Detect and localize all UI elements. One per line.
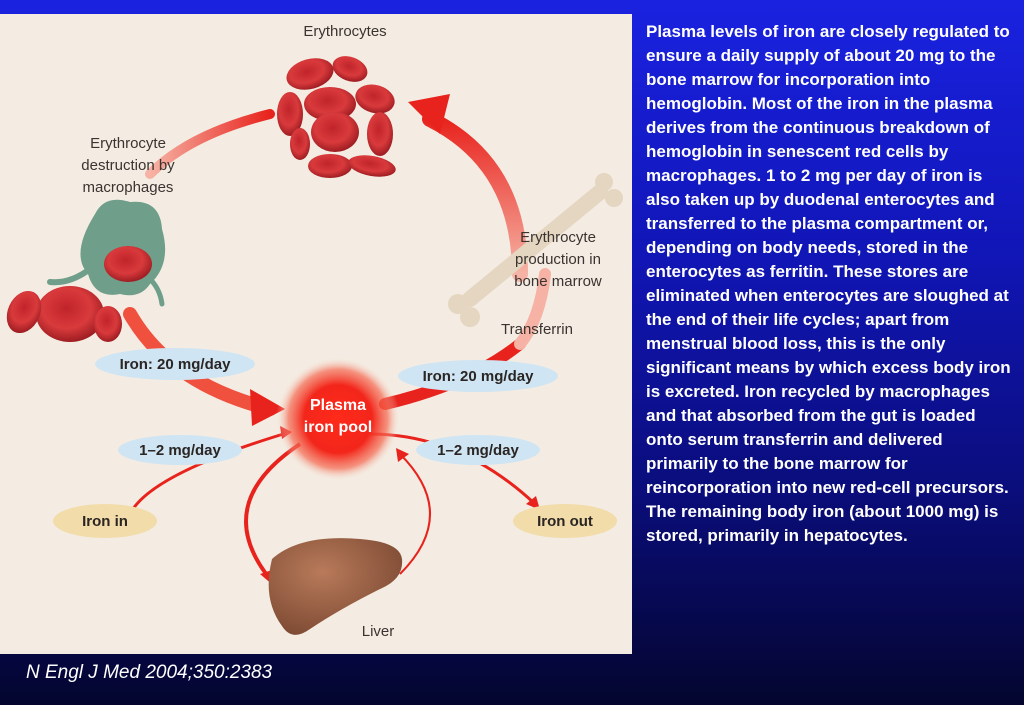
label-liver: Liver <box>362 623 395 640</box>
arrow-top-left <box>145 109 275 179</box>
bone-icon <box>448 173 623 327</box>
label-production-2: production in <box>515 251 601 268</box>
erythrocyte-cells <box>277 56 396 178</box>
label-production-3: bone marrow <box>514 273 602 290</box>
label-iron-left: Iron: 20 mg/day <box>120 356 232 373</box>
arrowhead-erythrocytes <box>408 94 450 134</box>
liver-icon <box>268 538 403 635</box>
arrow-to-liver <box>244 442 302 581</box>
pool-label-1: Plasma <box>310 397 366 414</box>
macrophage-cell <box>6 199 166 342</box>
arrow-from-liver <box>399 453 431 575</box>
caption-paragraph: Plasma levels of iron are closely regula… <box>646 22 1011 545</box>
label-erythrocytes: Erythrocytes <box>303 23 386 40</box>
label-rate-left: 1–2 mg/day <box>139 442 221 459</box>
pool-label-2: iron pool <box>304 419 372 436</box>
label-destruction-1: Erythrocyte <box>90 135 166 152</box>
arrow-iron-in <box>128 430 291 515</box>
label-transferrin: Transferrin <box>501 321 573 338</box>
plasma-iron-pool <box>276 357 400 481</box>
label-production-1: Erythrocyte <box>520 229 596 246</box>
arrow-top-right <box>422 111 528 282</box>
citation: N Engl J Med 2004;350:2383 <box>26 662 273 683</box>
iron-cycle-diagram: Plasma iron pool Erythrocytes Erythrocyt… <box>0 14 632 654</box>
arrowhead-pool-left <box>250 389 285 426</box>
label-iron-right: Iron: 20 mg/day <box>423 368 535 385</box>
label-destruction-3: macrophages <box>83 179 174 196</box>
label-destruction-2: destruction by <box>81 157 175 174</box>
label-rate-right: 1–2 mg/day <box>437 442 519 459</box>
label-iron-in: Iron in <box>82 513 128 530</box>
label-iron-out: Iron out <box>537 513 593 530</box>
